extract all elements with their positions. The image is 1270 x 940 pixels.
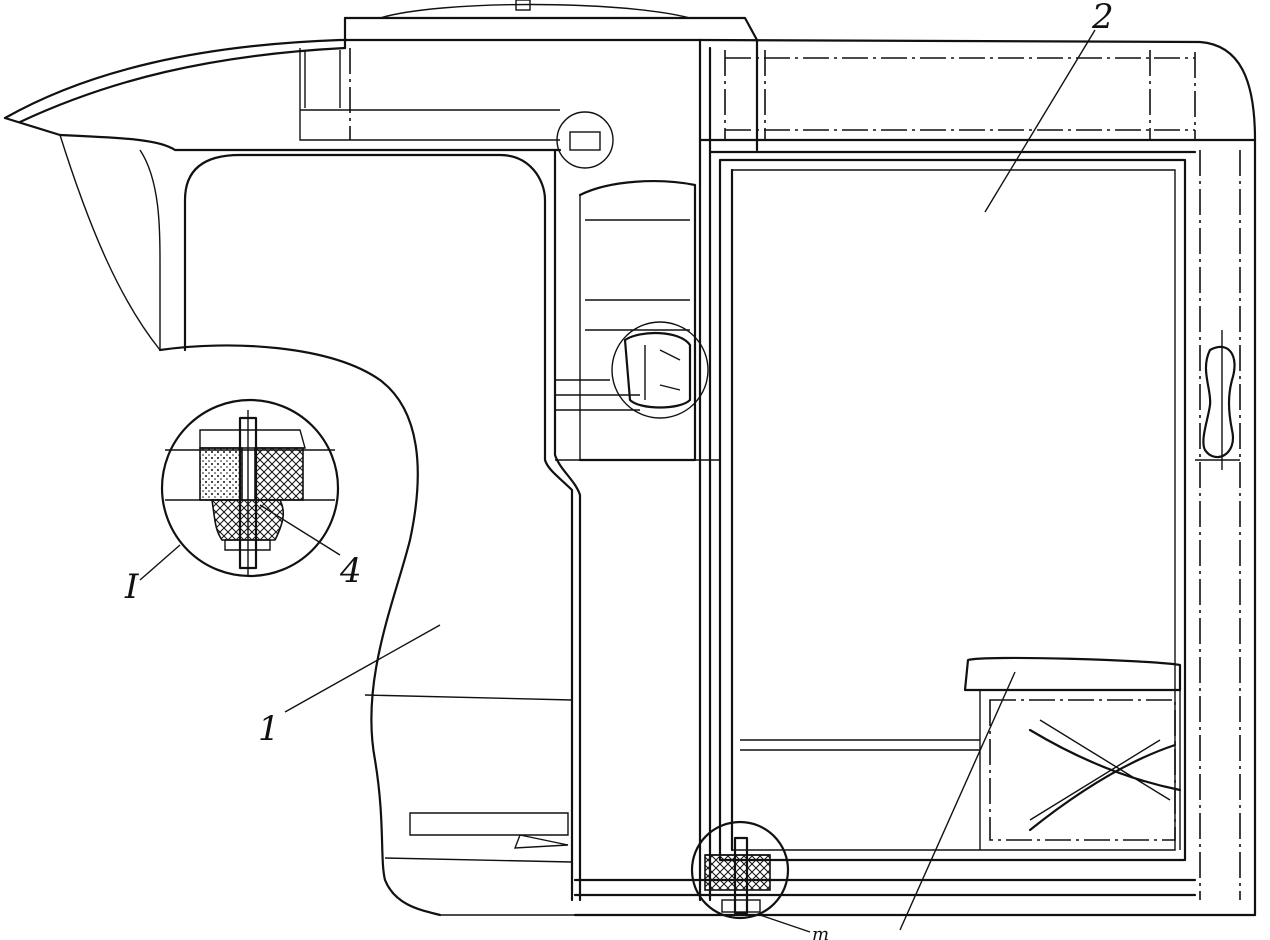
label-bottom: т <box>812 924 829 940</box>
leader-2 <box>984 29 1096 213</box>
bottom-mount-detail <box>690 820 790 920</box>
label-1: 1 <box>258 709 280 749</box>
detail-view-I <box>160 398 340 578</box>
leader-4 <box>259 504 341 556</box>
leader-seat <box>899 671 1016 931</box>
label-I: I <box>124 567 139 607</box>
cab-frame <box>573 38 1257 917</box>
leader-bottom <box>759 914 811 933</box>
door-handle[interactable] <box>1202 330 1236 470</box>
seat <box>740 656 1182 850</box>
roof-hatch <box>299 0 759 169</box>
label-4: 4 <box>339 551 362 591</box>
section-cutout <box>555 180 720 462</box>
engine-hood <box>3 38 702 917</box>
leader-I <box>139 544 181 581</box>
leader-1 <box>284 624 441 713</box>
label-2: 2 <box>1091 0 1114 37</box>
